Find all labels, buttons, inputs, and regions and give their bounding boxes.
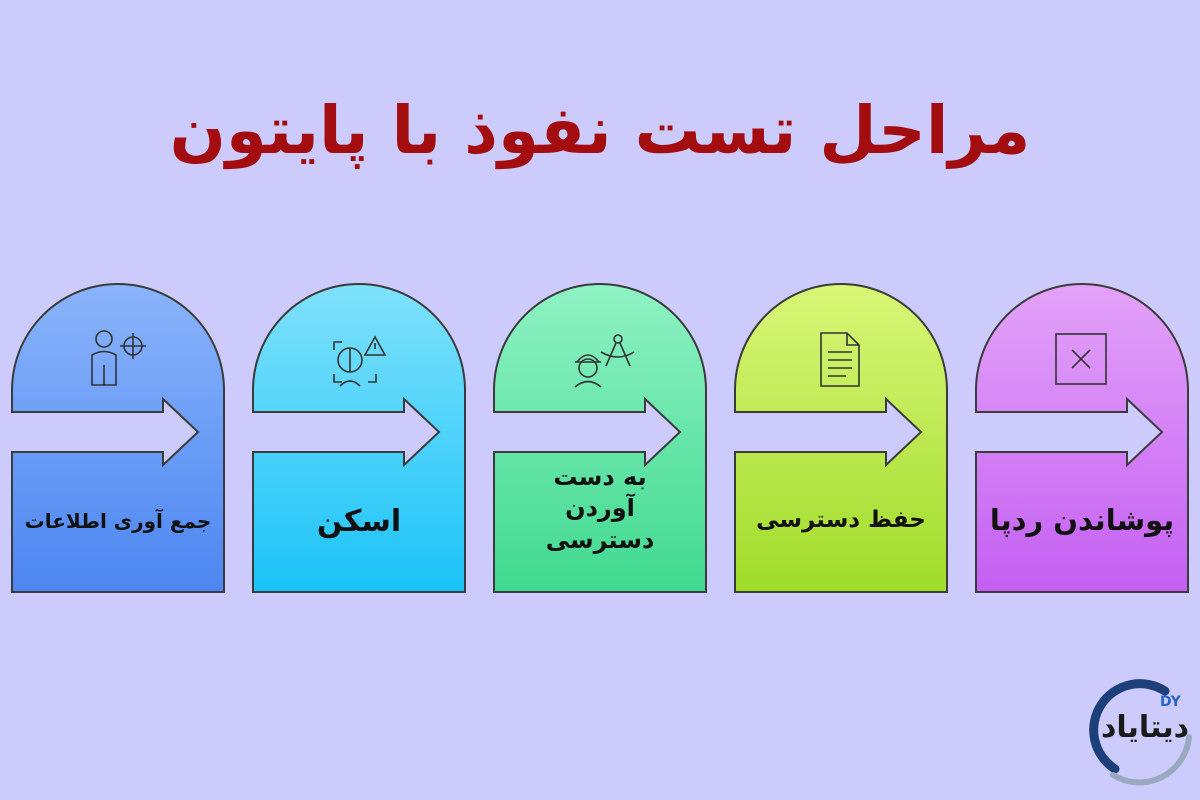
document-icon bbox=[820, 332, 860, 387]
step-card-2 bbox=[252, 283, 466, 593]
step-label-4: حفظ دسترسی bbox=[756, 507, 926, 534]
step-card-5 bbox=[975, 283, 1189, 593]
step-card-4 bbox=[734, 283, 948, 593]
step-card-3 bbox=[493, 283, 707, 593]
logo-text: دیتایاد bbox=[1100, 710, 1190, 745]
close-box-icon bbox=[1055, 333, 1107, 385]
page-title: مراحل تست نفوذ با پایتون bbox=[169, 92, 1031, 169]
step-label-3: به دست آوردن دسترسی bbox=[545, 463, 655, 554]
logo-badge: DY bbox=[1160, 694, 1181, 710]
person-target-icon bbox=[91, 330, 146, 386]
step-label-5: پوشاندن ردپا bbox=[989, 503, 1175, 538]
step-label-2: اسکن bbox=[316, 503, 402, 539]
step-label-1: جمع آوری اطلاعات bbox=[24, 509, 212, 533]
scan-alert-icon bbox=[333, 335, 387, 387]
brand-logo bbox=[1089, 679, 1192, 786]
step-card-1 bbox=[11, 283, 225, 593]
engineer-compass-icon bbox=[574, 334, 635, 388]
